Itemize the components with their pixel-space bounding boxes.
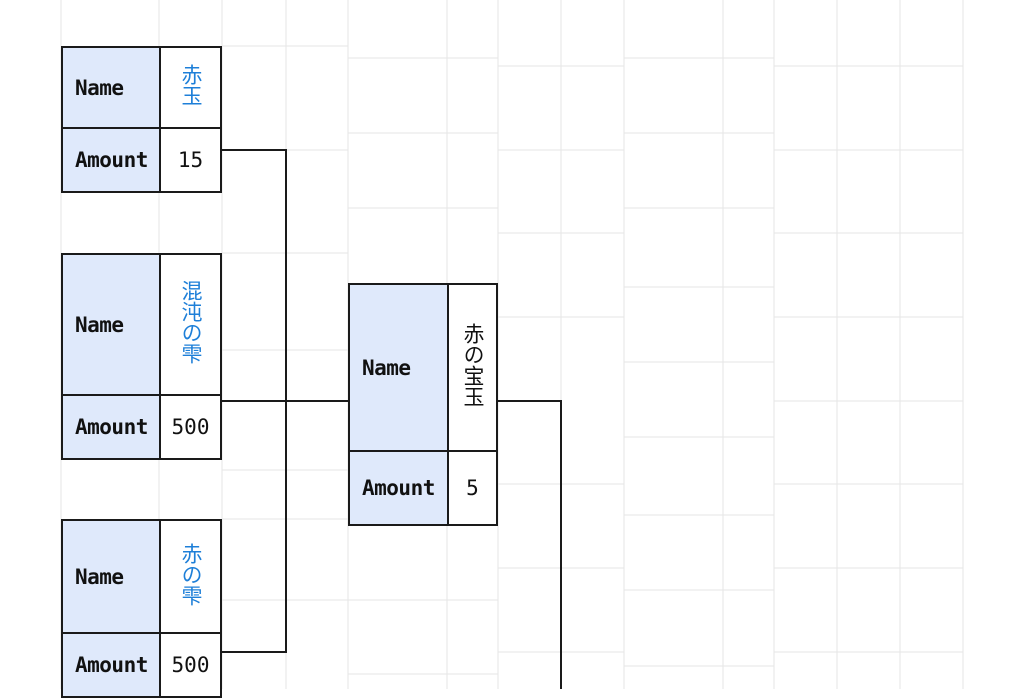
item-name-text: 赤玉 xyxy=(179,64,203,106)
name-label: Name xyxy=(61,253,161,396)
item-name[interactable]: 赤の雫 xyxy=(159,519,222,634)
amount-label: Amount xyxy=(348,450,449,526)
amount-label: Amount xyxy=(61,127,161,193)
item-amount[interactable]: 15 xyxy=(159,127,222,193)
recipe-node-3[interactable]: Name 赤の雫 Amount 500 xyxy=(61,519,222,698)
item-name[interactable]: 赤の宝玉 xyxy=(447,283,498,452)
item-name[interactable]: 混沌の雫 xyxy=(159,253,222,396)
item-name[interactable]: 赤玉 xyxy=(159,46,222,129)
link-node3-to-result xyxy=(222,401,287,653)
link-node1-to-result xyxy=(222,149,348,402)
item-name-text: 赤の雫 xyxy=(179,542,203,606)
result-node[interactable]: Name 赤の宝玉 Amount 5 xyxy=(348,283,498,526)
item-name-text: 混沌の雫 xyxy=(179,280,203,364)
name-label: Name xyxy=(61,46,161,129)
name-label: Name xyxy=(61,519,161,634)
item-amount[interactable]: 500 xyxy=(159,632,222,698)
item-amount[interactable]: 500 xyxy=(159,394,222,460)
recipe-node-1[interactable]: Name 赤玉 Amount 15 xyxy=(61,46,222,193)
link-result-out xyxy=(498,400,562,689)
item-name-text: 赤の宝玉 xyxy=(461,323,485,407)
item-amount[interactable]: 5 xyxy=(447,450,498,526)
amount-label: Amount xyxy=(61,632,161,698)
amount-label: Amount xyxy=(61,394,161,460)
name-label: Name xyxy=(348,283,449,452)
recipe-node-2[interactable]: Name 混沌の雫 Amount 500 xyxy=(61,253,222,460)
